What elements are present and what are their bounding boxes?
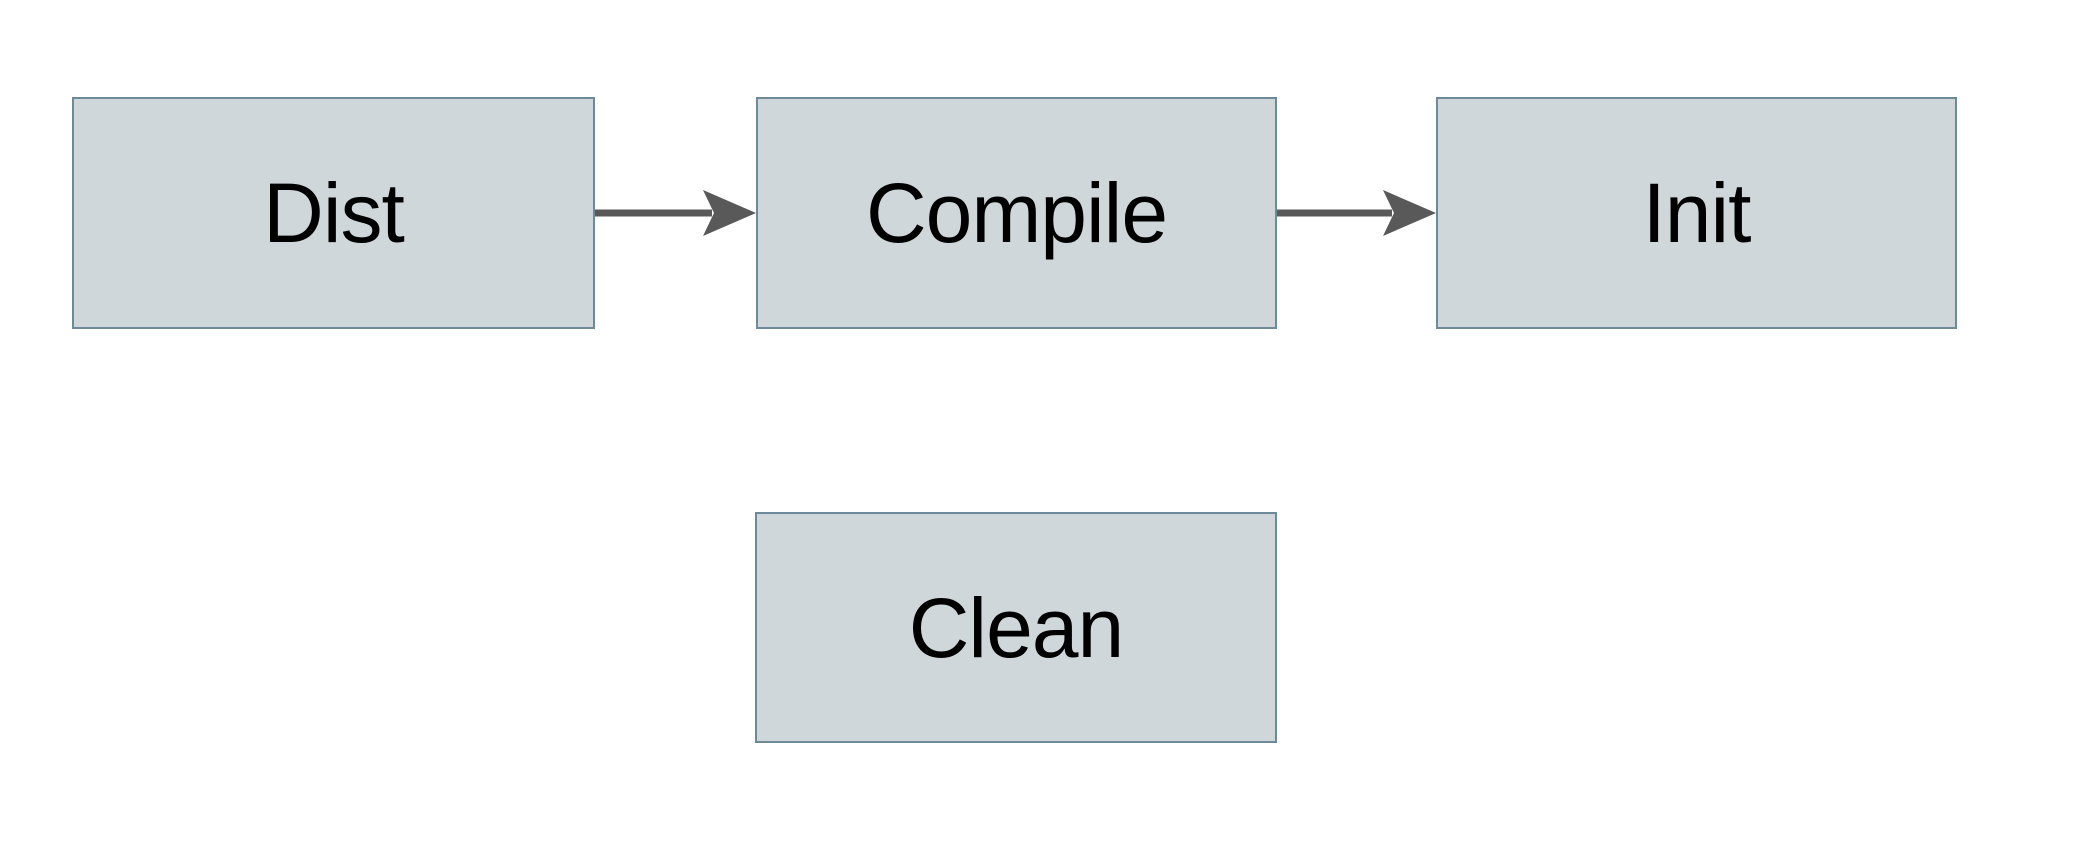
node-init-label: Init <box>1642 166 1751 260</box>
node-init[interactable]: Init <box>1436 97 1957 329</box>
node-compile-label: Compile <box>865 166 1168 260</box>
node-compile[interactable]: Compile <box>756 97 1277 329</box>
node-dist[interactable]: Dist <box>72 97 595 329</box>
arrowhead-icon <box>703 190 756 236</box>
edge-dist-to-compile <box>595 190 756 236</box>
node-clean-label: Clean <box>908 580 1124 675</box>
node-dist-label: Dist <box>263 166 405 260</box>
node-clean[interactable]: Clean <box>755 512 1277 743</box>
edge-compile-to-init <box>1277 190 1436 236</box>
arrowhead-icon <box>1383 190 1436 236</box>
